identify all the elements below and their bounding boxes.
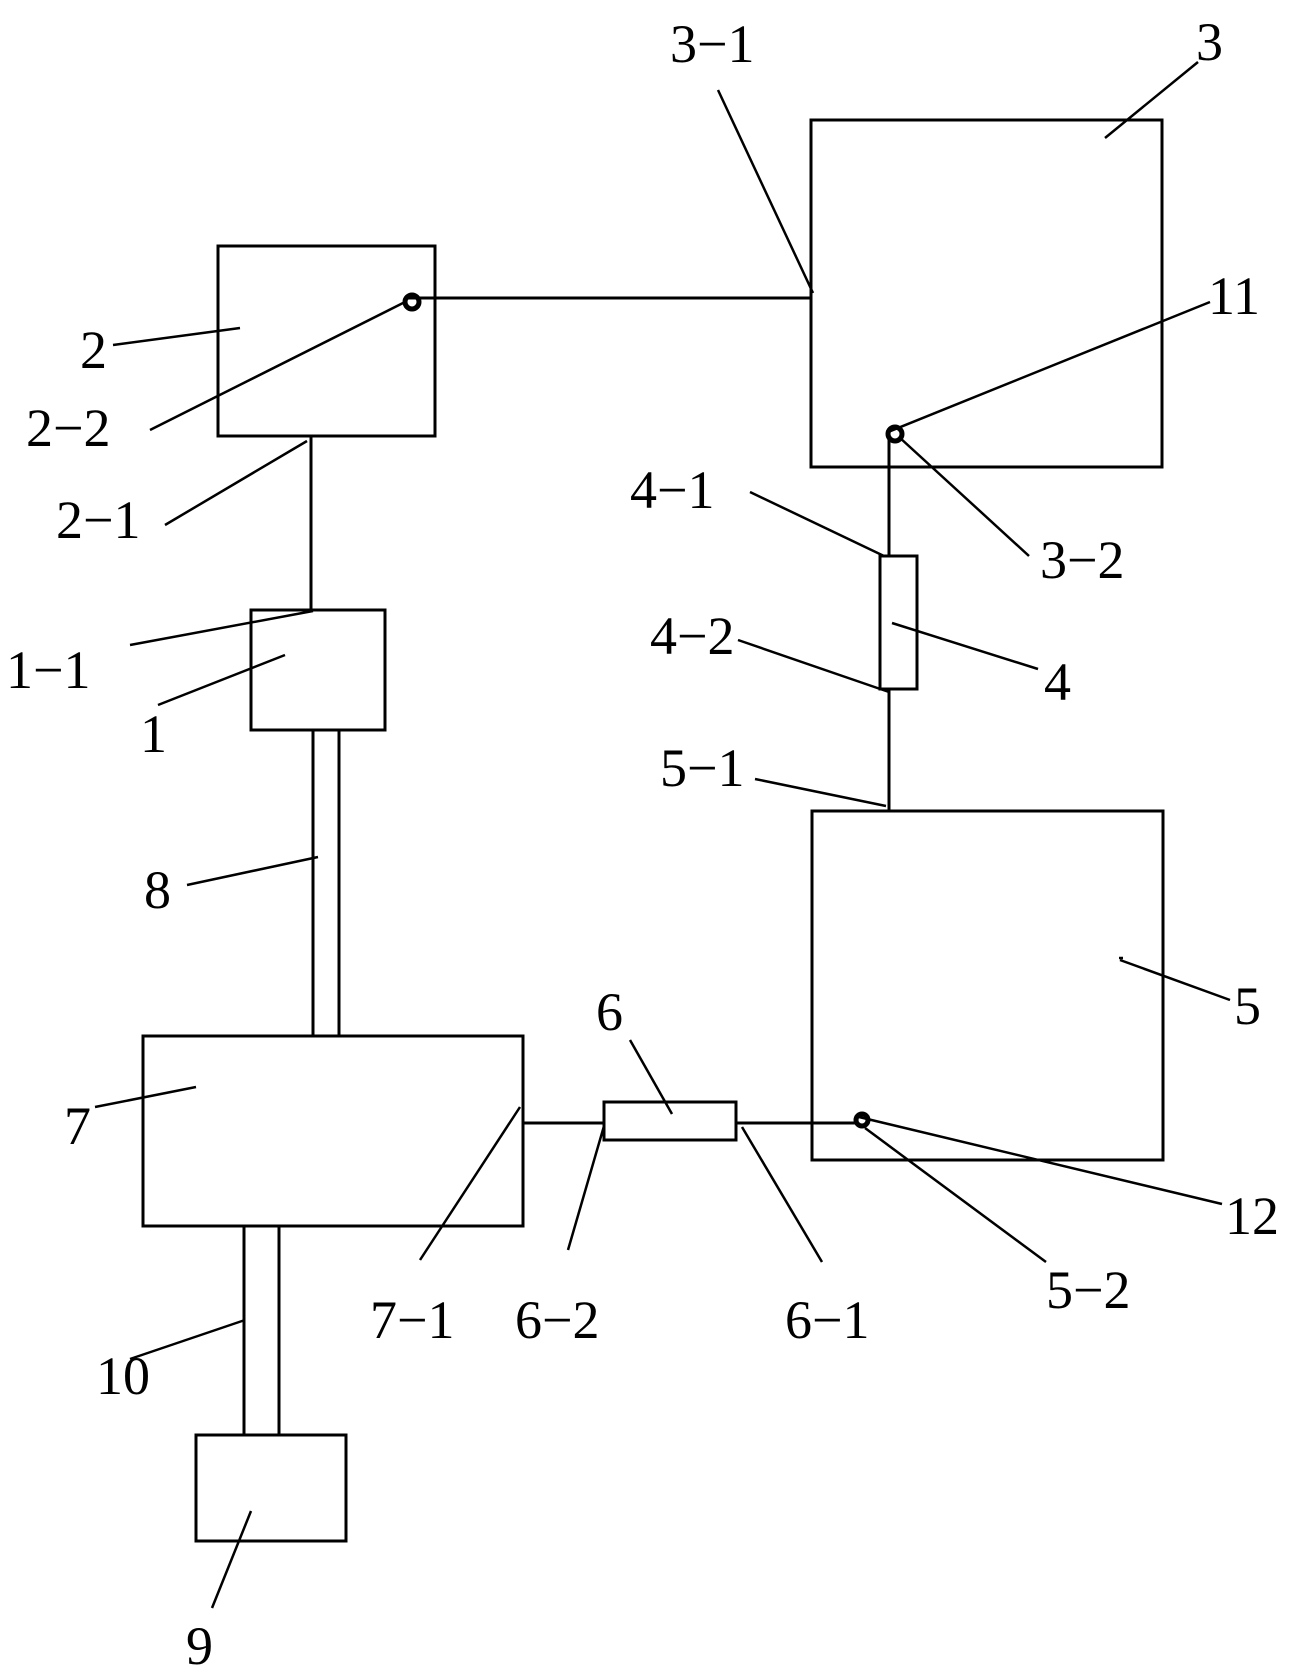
leader-3 bbox=[1104, 61, 1199, 139]
leader-12 bbox=[858, 1115, 1223, 1206]
label-6-1: 6−1 bbox=[785, 1290, 869, 1350]
leader-6-2 bbox=[566, 1125, 606, 1251]
label-8: 8 bbox=[144, 860, 171, 920]
label-2-1: 2−1 bbox=[56, 490, 140, 550]
component-6-box bbox=[602, 1100, 738, 1142]
leader-11 bbox=[887, 300, 1211, 434]
port-3-2-marker bbox=[885, 424, 905, 444]
label-6: 6 bbox=[596, 982, 623, 1042]
label-3: 3 bbox=[1196, 12, 1223, 72]
label-3-1: 3−1 bbox=[670, 14, 754, 74]
leader-2-1 bbox=[164, 439, 308, 527]
leader-1 bbox=[157, 653, 286, 707]
component-1-box bbox=[249, 608, 387, 732]
leader-10 bbox=[129, 1318, 246, 1361]
leader-3-2 bbox=[898, 436, 1030, 557]
leader-5-2 bbox=[864, 1126, 1047, 1264]
label-4-2: 4−2 bbox=[650, 606, 734, 666]
component-5-box bbox=[810, 809, 1165, 1162]
leader-9 bbox=[210, 1510, 253, 1609]
leader-5-1 bbox=[754, 777, 887, 808]
label-12: 12 bbox=[1225, 1186, 1279, 1246]
leader-6 bbox=[628, 1039, 674, 1115]
label-7: 7 bbox=[64, 1096, 91, 1156]
component-3-box bbox=[809, 118, 1164, 469]
leader-4-1 bbox=[749, 490, 885, 558]
label-2: 2 bbox=[80, 320, 107, 380]
leader-5 bbox=[1119, 958, 1231, 1002]
leader-3-1 bbox=[716, 89, 815, 294]
label-2-2: 2−2 bbox=[26, 398, 110, 458]
label-6-2: 6−2 bbox=[515, 1290, 599, 1350]
label-10: 10 bbox=[96, 1346, 150, 1406]
leader-4-2 bbox=[737, 638, 890, 694]
leader-1-1 bbox=[129, 609, 314, 647]
component-7-box bbox=[141, 1034, 525, 1228]
leader-6-1 bbox=[740, 1126, 824, 1263]
leader-4 bbox=[891, 621, 1039, 671]
label-1: 1 bbox=[140, 704, 167, 764]
leader-2 bbox=[112, 326, 241, 347]
label-5: 5 bbox=[1234, 976, 1261, 1036]
leader-2-2 bbox=[149, 299, 408, 432]
leader-7-1 bbox=[418, 1106, 522, 1261]
component-4-box bbox=[878, 554, 919, 691]
label-5-2: 5−2 bbox=[1046, 1260, 1130, 1320]
label-7-1: 7−1 bbox=[370, 1290, 454, 1350]
label-11: 11 bbox=[1208, 266, 1260, 326]
label-5-1: 5−1 bbox=[660, 738, 744, 798]
label-9: 9 bbox=[186, 1616, 213, 1672]
component-9-box bbox=[194, 1433, 348, 1543]
label-4-1: 4−1 bbox=[630, 460, 714, 520]
label-1-1: 1−1 bbox=[6, 640, 90, 700]
label-3-2: 3−2 bbox=[1040, 530, 1124, 590]
label-4: 4 bbox=[1044, 652, 1071, 712]
leader-8 bbox=[186, 855, 319, 887]
leader-7 bbox=[94, 1085, 197, 1109]
component-2-box bbox=[216, 244, 437, 438]
